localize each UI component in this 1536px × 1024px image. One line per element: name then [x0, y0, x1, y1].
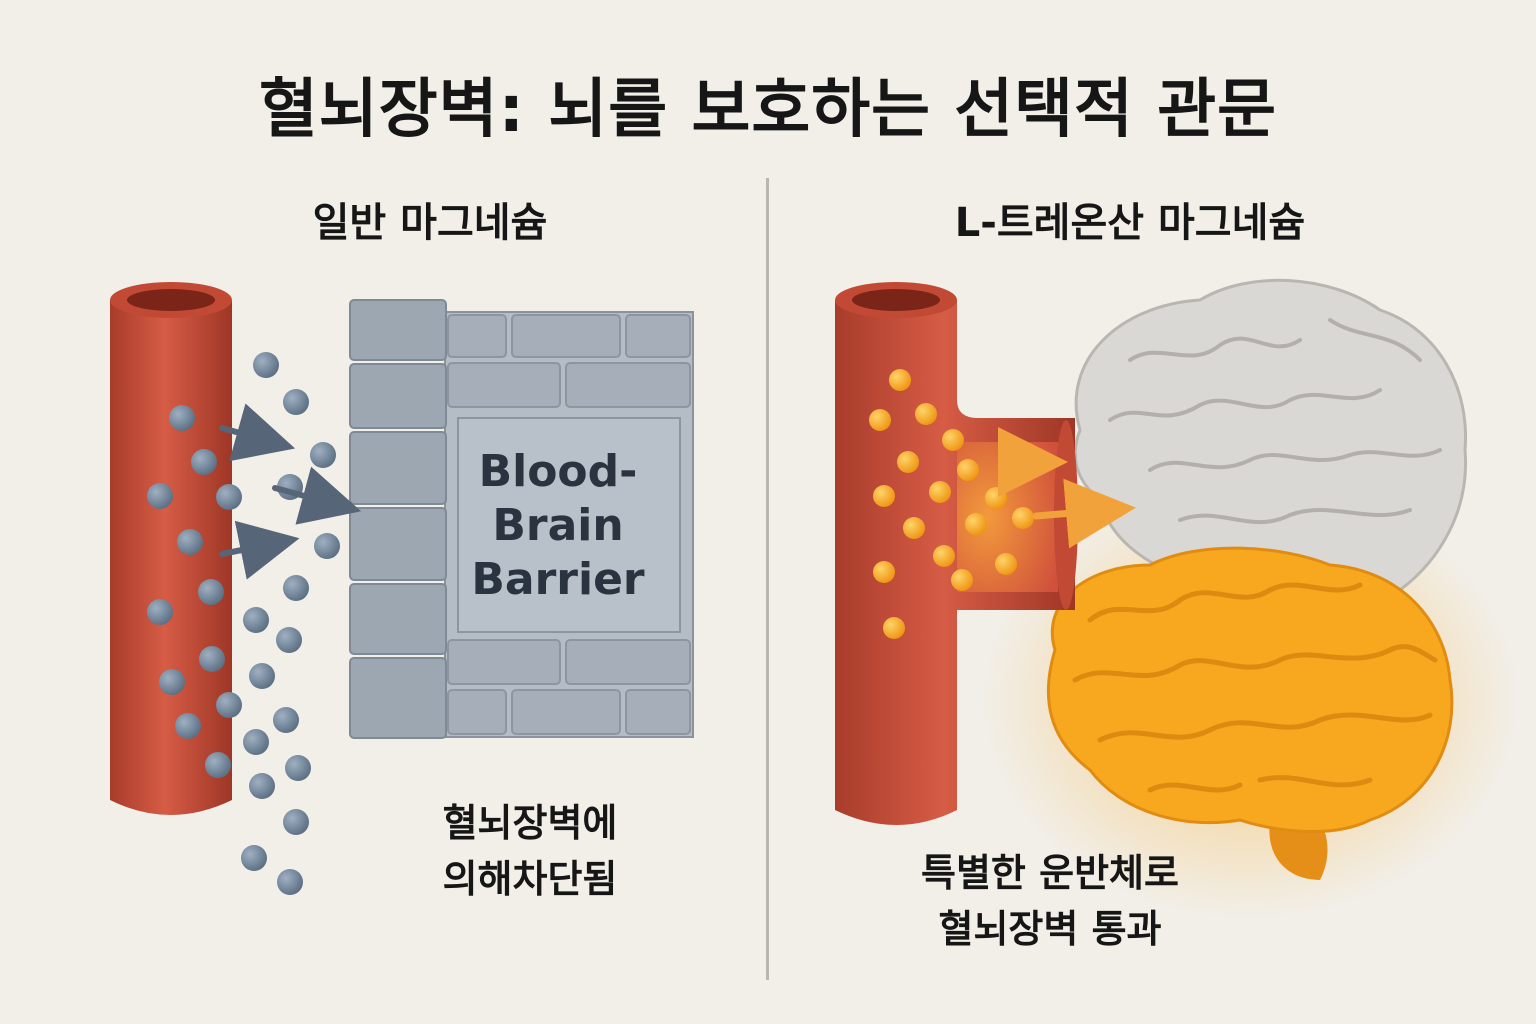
- barrier-label-line: Brain: [492, 500, 624, 551]
- page-title: 혈뇌장벽: 뇌를 보호하는 선택적 관문: [259, 73, 1277, 147]
- panel-divider: [766, 178, 769, 980]
- barrier-label: Blood- Brain Barrier: [448, 445, 668, 607]
- arrow-icon: [998, 427, 1136, 549]
- blood-vessel-icon: [110, 282, 232, 815]
- left-caption-line: 의해차단됨: [442, 857, 618, 901]
- barrier-label-line: Blood-: [478, 446, 638, 497]
- right-heading: L-트레온산 마그네슘: [954, 200, 1306, 246]
- brain-icon: [1047, 546, 1454, 880]
- barrier-label-line: Barrier: [471, 554, 645, 605]
- blocked-magnesium-particles: [147, 352, 340, 895]
- left-caption-line: 혈뇌장벽에: [442, 801, 618, 845]
- right-caption: 특별한 운반체로 혈뇌장벽 통과: [840, 845, 1260, 957]
- arrow-icon: [219, 403, 362, 580]
- left-caption: 혈뇌장벽에 의해차단됨: [380, 795, 680, 907]
- left-heading: 일반 마그네슘: [312, 200, 548, 246]
- brain-icon: [1073, 278, 1468, 601]
- brick-wall-icon: [349, 299, 694, 739]
- right-caption-line: 특별한 운반체로: [921, 851, 1179, 895]
- right-caption-line: 혈뇌장벽 통과: [938, 907, 1162, 951]
